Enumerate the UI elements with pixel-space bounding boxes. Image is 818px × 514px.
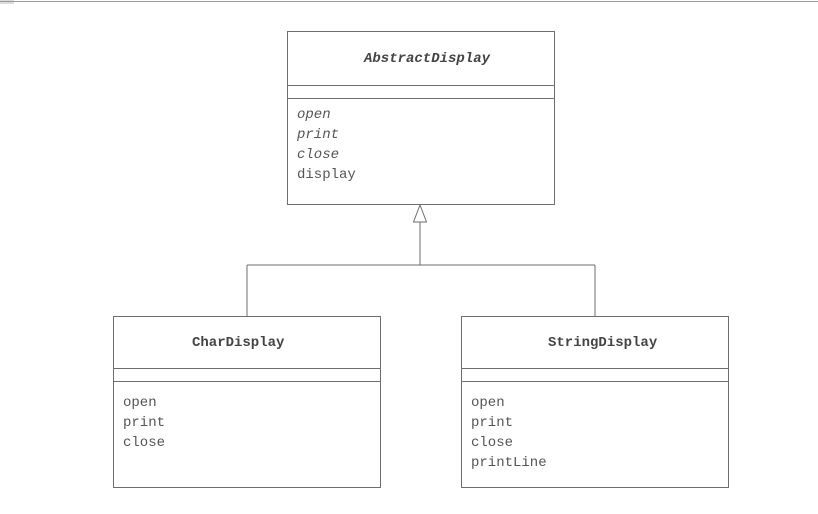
string-display-name-divider	[462, 368, 728, 369]
string-display-method-list: open print close printLine	[471, 393, 547, 473]
string-display-attribute-divider	[462, 381, 728, 382]
method-print: print	[471, 415, 514, 431]
char-display-method-list: open print close	[123, 393, 165, 453]
method-open: open	[123, 395, 157, 411]
char-display-class-name: CharDisplay	[192, 335, 285, 351]
method-close: close	[297, 147, 340, 163]
abstract-display-name-divider	[288, 85, 554, 86]
char-display-name-divider	[114, 368, 380, 369]
page-corner-mark	[0, 0, 14, 4]
char-display-class: CharDisplay open print close	[113, 316, 381, 488]
char-display-attribute-divider	[114, 381, 380, 382]
method-print-line: printLine	[471, 455, 547, 471]
method-open: open	[471, 395, 505, 411]
abstract-display-class: AbstractDisplay open print close display	[287, 31, 555, 205]
abstract-display-attribute-divider	[288, 98, 554, 99]
method-print: print	[297, 127, 340, 143]
method-open: open	[297, 107, 331, 123]
string-display-class: StringDisplay open print close printLine	[461, 316, 729, 488]
method-close: close	[123, 435, 166, 451]
string-display-class-name: StringDisplay	[548, 335, 658, 351]
generalization-arrowhead-icon	[412, 203, 428, 223]
page-top-rule	[0, 1, 818, 2]
method-display: display	[297, 167, 356, 183]
abstract-display-method-list: open print close display	[297, 105, 356, 185]
abstract-display-class-name: AbstractDisplay	[364, 51, 491, 67]
method-print: print	[123, 415, 166, 431]
method-close: close	[471, 435, 514, 451]
